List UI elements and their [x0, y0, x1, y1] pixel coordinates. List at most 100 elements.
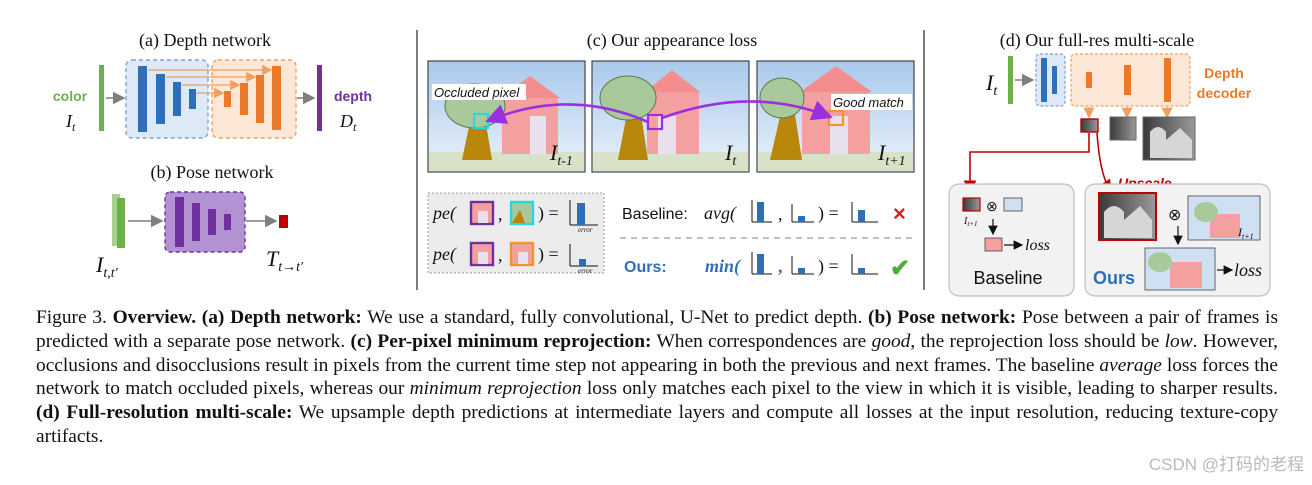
- depth-decoder-label-2: decoder: [1197, 85, 1252, 101]
- caption-emph: low: [1164, 330, 1193, 352]
- panel-c-appearance-loss: (c) Our appearance loss It-1 It: [427, 30, 915, 282]
- caption-emph: average: [1099, 354, 1162, 376]
- cross-mark: ×: [893, 201, 906, 226]
- skip-connections: [148, 64, 273, 99]
- input-symbol-it: It: [65, 111, 76, 134]
- pose-layer-3: [208, 209, 216, 235]
- caption-emph: good: [871, 330, 911, 352]
- pose-layer-2: [192, 203, 200, 241]
- correspondence-arrow-left: [485, 103, 649, 124]
- pe-row-good: pe( , ) = error: [431, 241, 598, 275]
- color-input-bar: [99, 65, 104, 131]
- pose-output-symbol: Tt→t′: [266, 246, 304, 275]
- svg-text:avg(: avg(: [704, 203, 737, 224]
- watermark: CSDN @打码的老程: [1148, 455, 1304, 474]
- ours-depth-shape: [1104, 206, 1152, 238]
- caption-fig-number: Figure 3.: [36, 307, 107, 328]
- baseline-formula: Baseline: avg( , ) = ×: [622, 200, 906, 226]
- encoder-layer-2: [156, 74, 165, 124]
- svg-text:,: ,: [498, 204, 503, 224]
- arrow-to-baseline: [963, 133, 1090, 194]
- pose-layer-1: [175, 197, 184, 247]
- depth-label: depth: [334, 88, 372, 104]
- caption-text: loss only matches each pixel to the view…: [586, 378, 1278, 400]
- svg-text:) =: ) =: [818, 256, 839, 277]
- decoder-layer-4: [272, 66, 281, 130]
- caption-text: . However, occlusions and disocclusions …: [36, 330, 1278, 376]
- baseline-otimes: ⊗: [986, 200, 998, 215]
- panel-d-title: (d) Our full-res multi-scale: [1000, 30, 1194, 51]
- frame-prev-label: It-1: [549, 140, 573, 169]
- panel-b-title: (b) Pose network: [151, 162, 274, 183]
- good-match-label: Good match: [833, 95, 904, 110]
- svg-text:) =: ) =: [538, 203, 559, 224]
- caption-multiscale-text: We upsample depth predictions at interme…: [36, 402, 1279, 447]
- pose-network-box: [164, 191, 246, 253]
- baseline-frame-thumb: [1003, 197, 1023, 212]
- ours-warped-tree: [1148, 252, 1172, 272]
- ours-loss-label: loss: [1234, 260, 1262, 280]
- depth-map-large-shape: [1150, 127, 1192, 158]
- figure-diagram: (a) Depth network color It depth Dt (b) …: [53, 30, 1271, 297]
- panel-b-pose-network: (b) Pose network It,t′ Tt→t′: [95, 162, 304, 281]
- baseline-loss-label: loss: [1025, 237, 1050, 254]
- decoder-layer-2: [240, 83, 248, 115]
- encoder-layer-4: [189, 89, 196, 109]
- svg-text:,: ,: [778, 256, 783, 276]
- d-decoder-layer-2: [1124, 65, 1131, 95]
- caption-text: , the reprojection loss should be: [910, 330, 1160, 352]
- d-input-symbol: It: [985, 70, 998, 99]
- svg-text:min(: min(: [705, 256, 742, 277]
- decoder-output-arrows: [1083, 107, 1173, 119]
- pose-input-frame-front: [117, 198, 125, 248]
- svg-text:,: ,: [498, 245, 503, 265]
- panel-a-depth-network: (a) Depth network color It depth Dt: [53, 30, 372, 139]
- frame-next: It+1: [756, 60, 915, 173]
- ours-warped-house: [1170, 262, 1202, 288]
- depth-decoder-label-1: Depth: [1204, 65, 1244, 81]
- depth-output-bar: [317, 65, 322, 131]
- baseline-frame-label: It+1: [963, 216, 978, 228]
- svg-text:Baseline:: Baseline:: [622, 206, 688, 223]
- figure-caption: Figure 3. Overview. (a) Depth network: W…: [36, 306, 1278, 449]
- correspondence-arrow-right: [661, 100, 833, 121]
- caption-pose-net-text: Pose between a pair of frames is predict…: [36, 307, 1278, 352]
- baseline-depth-thumb: [962, 197, 981, 212]
- caption-pose-net-head: (b) Pose network:: [868, 307, 1017, 328]
- color-label: color: [53, 88, 88, 104]
- good-match-label-bg: [831, 94, 912, 110]
- panel-a-title: (a) Depth network: [139, 30, 271, 51]
- frame-prev: It-1: [427, 60, 586, 173]
- pe-row-occluded: pe( , ) = error: [431, 200, 598, 234]
- d-input-bar: [1008, 56, 1013, 104]
- d-decoder-layer-3: [1164, 58, 1171, 102]
- ours-frame-label: It+1: [1237, 225, 1254, 241]
- frame-current-label: It: [724, 140, 737, 169]
- depth-map-medium: [1109, 116, 1137, 141]
- decoder-layer-1: [224, 91, 231, 107]
- arrow-to-ours: [1096, 132, 1112, 193]
- decoder-layer-3: [256, 75, 264, 123]
- svg-text:error: error: [578, 226, 593, 234]
- ours-otimes: ⊗: [1168, 207, 1181, 224]
- panel-c-title: (c) Our appearance loss: [587, 30, 757, 51]
- caption-text: loss forces the network to match occlude…: [36, 354, 1278, 400]
- svg-text:pe(: pe(: [431, 244, 457, 265]
- caption-depth-net-text: We use a standard, fully convolutional, …: [367, 307, 863, 328]
- svg-text:,: ,: [778, 204, 783, 224]
- svg-text:) =: ) =: [818, 203, 839, 224]
- d-encoder-layer-2: [1052, 66, 1057, 94]
- caption-overview: Overview.: [112, 307, 197, 328]
- pose-output: [279, 215, 288, 228]
- caption-depth-net-head: (a) Depth network:: [201, 307, 362, 328]
- ours-frame-tree: [1194, 202, 1218, 222]
- d-decoder-layer-1: [1086, 72, 1092, 88]
- check-mark: ✔: [890, 255, 910, 282]
- pose-layer-4: [224, 214, 231, 230]
- baseline-warped-thumb: [984, 237, 1003, 252]
- frame-next-label: It+1: [877, 140, 906, 169]
- pose-input-symbol: It,t′: [95, 252, 119, 281]
- ours-box-label: Ours: [1093, 268, 1135, 288]
- baseline-box: [948, 183, 1075, 297]
- occluded-pixel-label: Occluded pixel: [434, 85, 520, 100]
